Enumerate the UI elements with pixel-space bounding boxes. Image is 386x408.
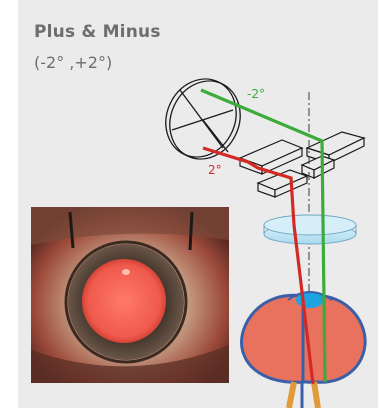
prism-boxes [240, 132, 364, 197]
eye-photo [31, 207, 229, 383]
lens [264, 215, 356, 244]
minus-angle-label: -2° [247, 87, 265, 101]
mirror-disc [153, 67, 252, 170]
plus-angle-label: 2° [208, 163, 222, 177]
